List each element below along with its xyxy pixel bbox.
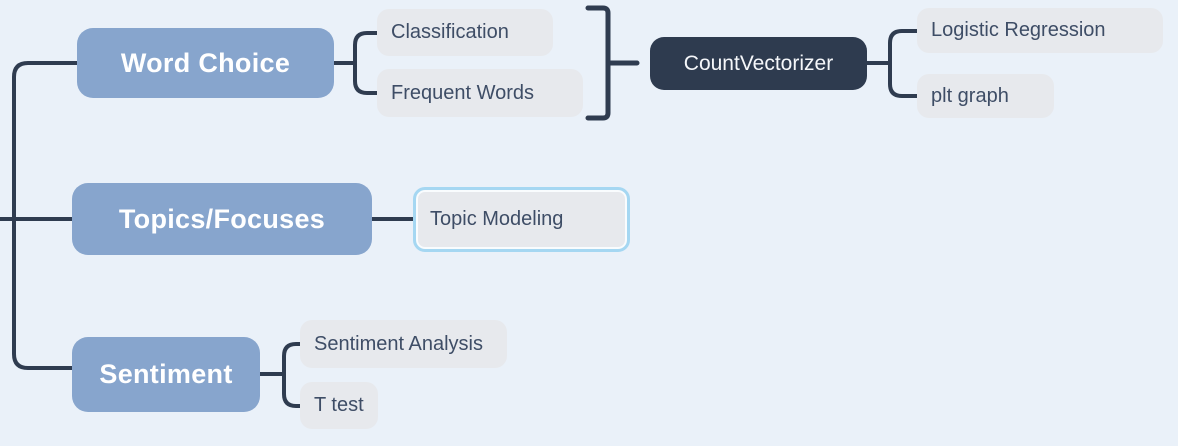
node-topic-modeling[interactable]: Topic Modeling (413, 187, 630, 252)
node-frequent-words[interactable]: Frequent Words (377, 69, 583, 117)
node-sentiment-analysis[interactable]: Sentiment Analysis (300, 320, 507, 368)
node-countvectorizer[interactable]: CountVectorizer (650, 37, 867, 90)
node-plt-graph[interactable]: plt graph (917, 74, 1054, 118)
summary-bracket (585, 5, 640, 121)
connector-sentiment-fork (260, 342, 300, 408)
node-topics-focuses[interactable]: Topics/Focuses (72, 183, 372, 255)
connector-word-choice-fork (334, 31, 377, 95)
node-word-choice[interactable]: Word Choice (77, 28, 334, 98)
node-sentiment[interactable]: Sentiment (72, 337, 260, 412)
node-classification[interactable]: Classification (377, 9, 553, 56)
node-t-test[interactable]: T test (300, 382, 378, 429)
node-logistic-regression[interactable]: Logistic Regression (917, 8, 1163, 53)
connector-countvectorizer-fork (867, 29, 917, 98)
connector-trunk (12, 61, 77, 370)
